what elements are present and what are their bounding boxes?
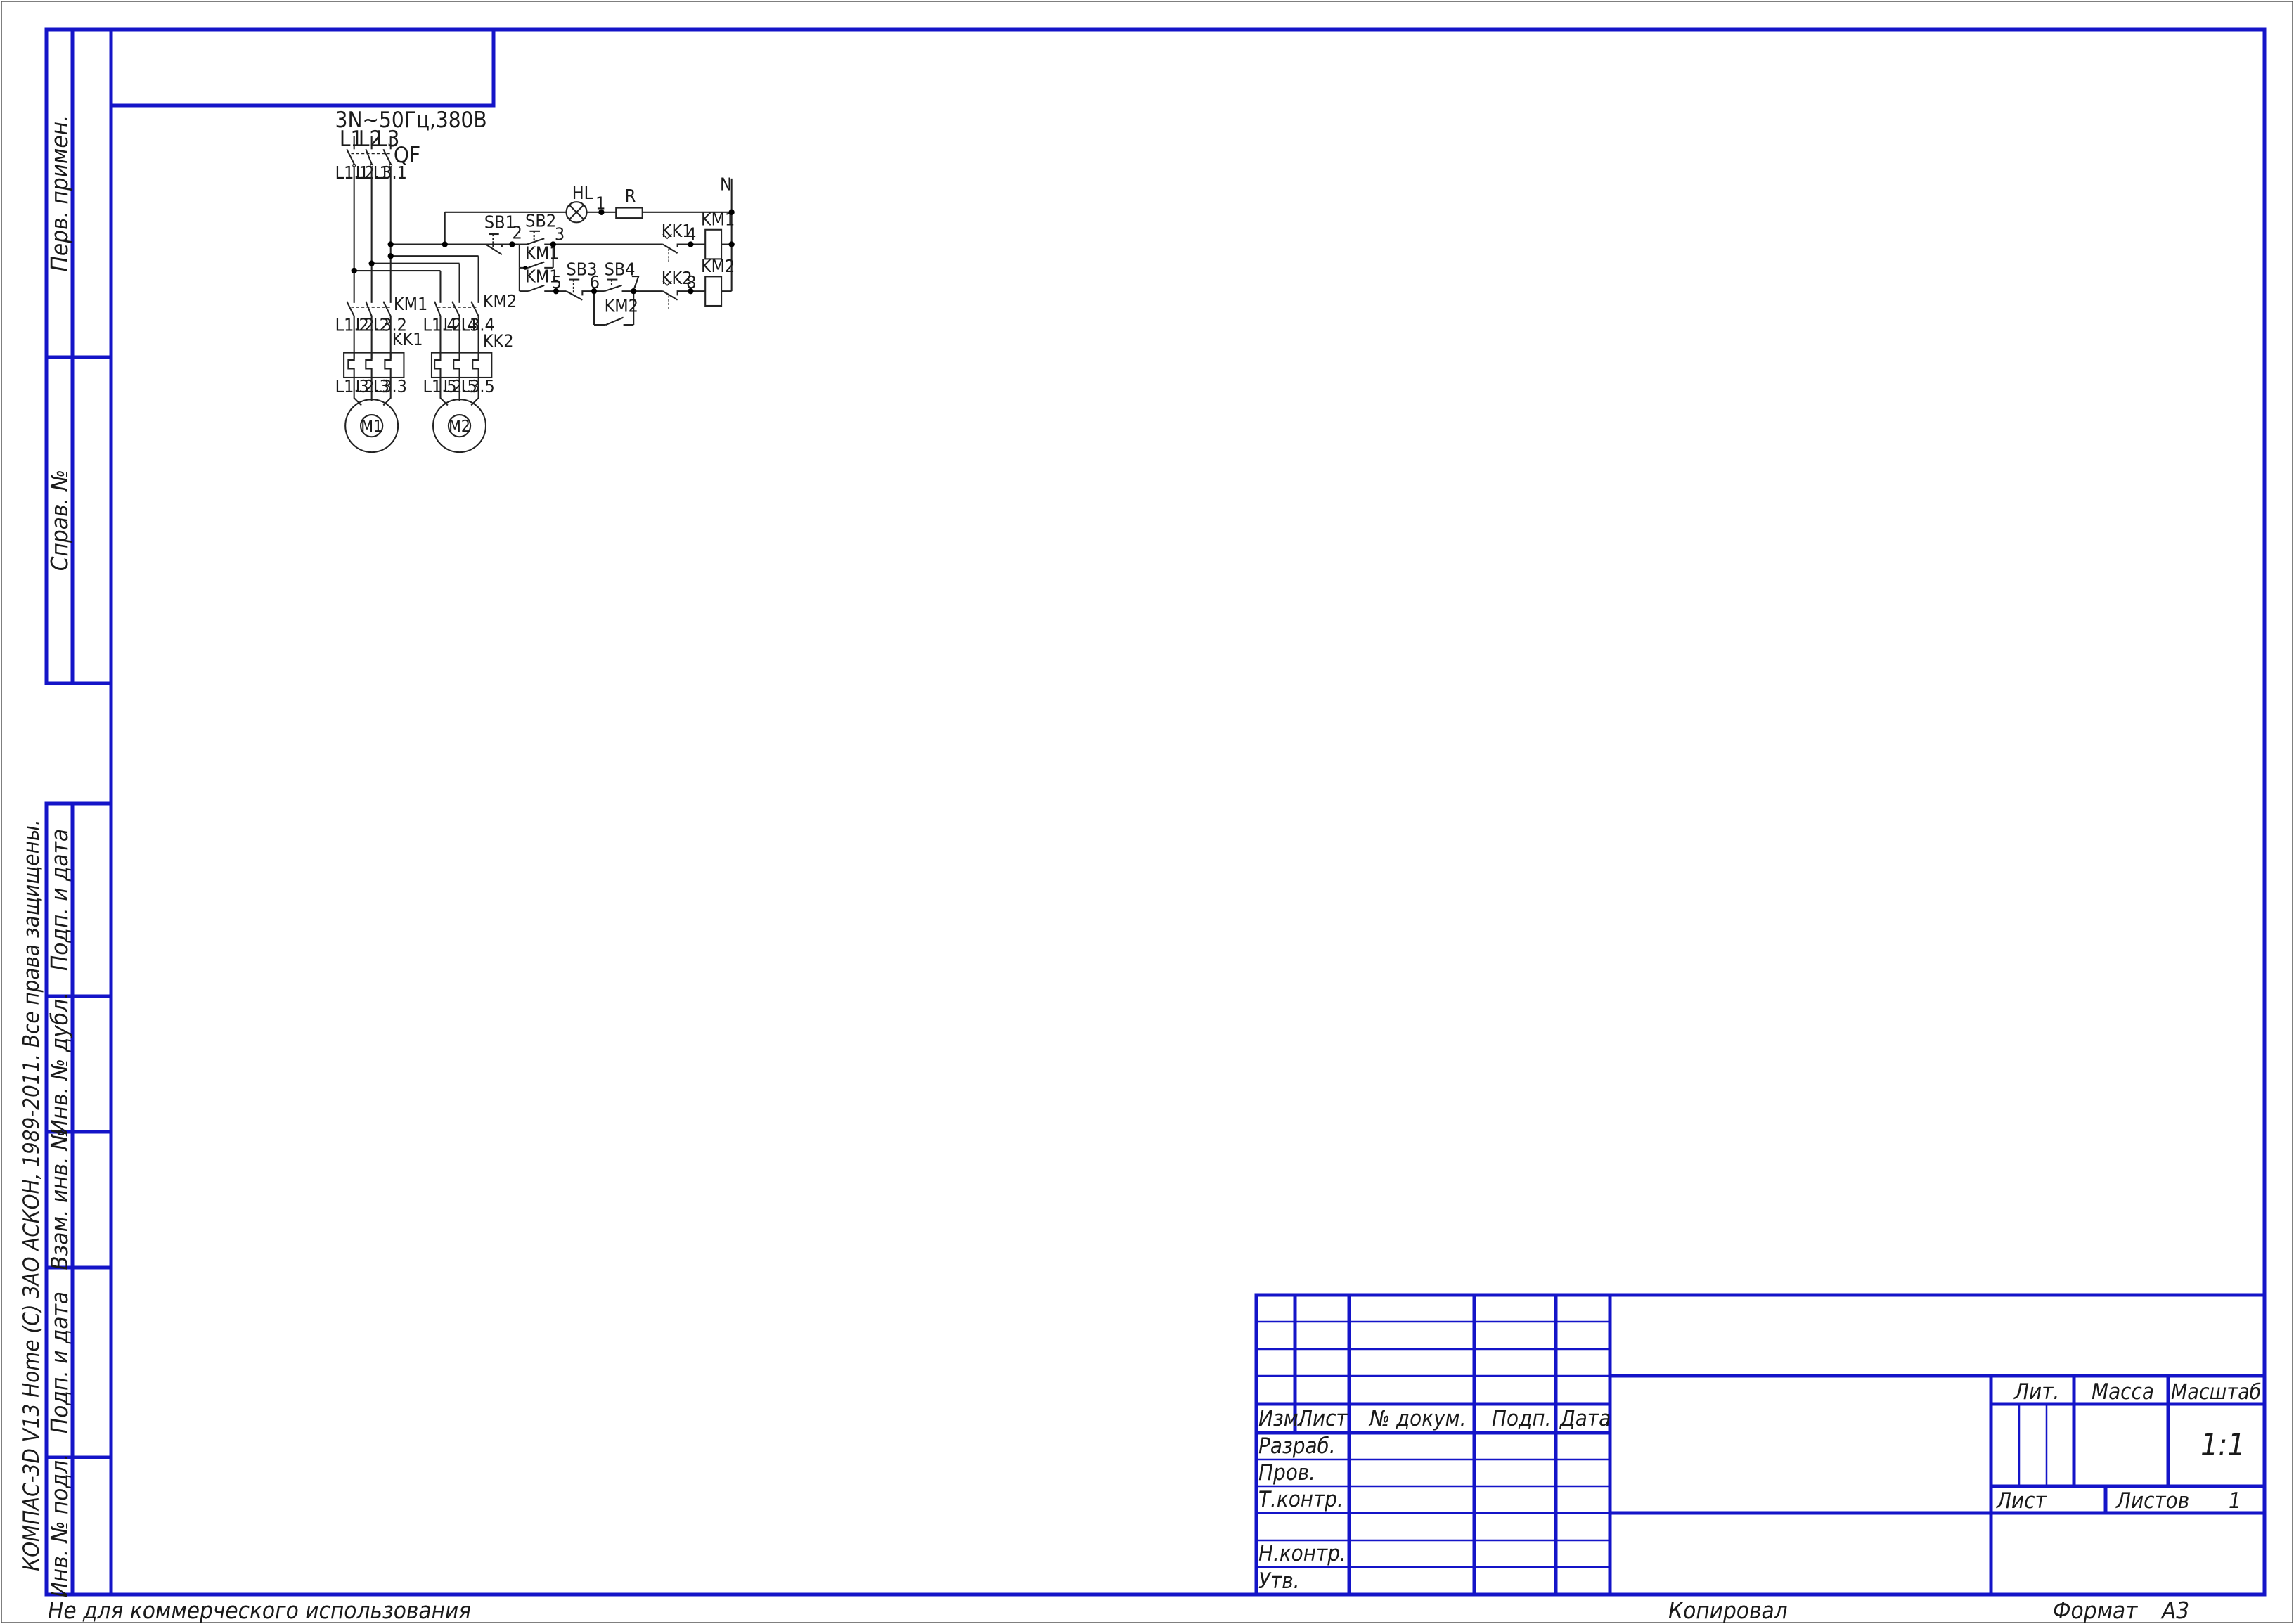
m2-label: M2: [449, 418, 470, 436]
thermal-relay-kk2: KK2 L1.5 L2.5 L3.5: [423, 330, 513, 397]
km2-coil-label: KM2: [701, 256, 735, 276]
relay-feed-wires: [353, 316, 479, 359]
sb1-label: SB1: [484, 212, 515, 233]
copyright-notice: КОМПАС-3D V13 Home (С) ЗАО АСКОН, 1989-2…: [19, 819, 44, 1571]
hl-label: HL: [572, 183, 593, 203]
sb3-label: SB3: [566, 259, 597, 279]
side-label-inv-podl: Инв. № подл.: [46, 1454, 73, 1598]
tb-header-podp: Подп.: [1492, 1406, 1551, 1431]
tb-role-razrab: Разраб.: [1258, 1433, 1336, 1459]
sb4-label: SB4: [605, 259, 636, 279]
coil-km1: KM1: [701, 210, 735, 260]
kk2-label: KK2: [483, 330, 514, 351]
resistor-r: R: [615, 186, 643, 219]
node-8-label: 8: [686, 272, 696, 292]
copied-label: Копировал: [1668, 1597, 1788, 1624]
l1-2-label: L1.2: [335, 314, 369, 335]
tb-role-prov: Пров.: [1258, 1460, 1315, 1486]
motor-m1: M1: [344, 399, 399, 453]
phase-l2-label: L2: [359, 127, 382, 152]
coil-km2: KM2: [701, 256, 735, 307]
schematic: 3N~50Гц,380В L1 L2 L3 QF L1.1 L2.1 L3.1: [335, 108, 735, 453]
thermal-relay-kk1: KK1 L1.3 L2.3 L3.3: [335, 329, 423, 397]
side-label-inv-dubl: Инв. № дубл.: [46, 992, 73, 1135]
tb-header-data: Дата: [1559, 1406, 1611, 1431]
sb2-label: SB2: [525, 211, 556, 231]
motor-m2: M2: [432, 399, 487, 453]
tb-scale-value: 1:1: [2200, 1427, 2245, 1463]
contactor-km2-main: KM2 L1.4 L2.4 L3.4: [423, 291, 517, 335]
drawing-frame: [44, 27, 2267, 1597]
tb-header-izm: Изм.: [1258, 1406, 1305, 1431]
phase-l3-label: L3: [376, 127, 400, 152]
node-7-label: 7: [631, 272, 640, 292]
km1-main-label: KM1: [394, 294, 427, 314]
kk1-label: KK1: [392, 329, 423, 349]
side-label-vzam-inv: Взам. инв. №: [46, 1128, 73, 1270]
tb-sheets-value: 1: [2229, 1488, 2241, 1514]
node-3-label: 3: [555, 224, 565, 244]
control-wiring: [444, 178, 733, 326]
qf-label: QF: [394, 143, 420, 168]
format-label: Формат: [2053, 1597, 2139, 1624]
l2-2-label: L2.2: [356, 314, 389, 335]
l2-5-label: L2.5: [444, 376, 477, 397]
node-6-label: 6: [590, 272, 600, 292]
lamp-hl: HL: [565, 183, 593, 224]
tb-lit: Лит.: [2013, 1379, 2059, 1405]
node-1-label: 1: [595, 193, 605, 214]
tb-header-list: Лист: [1297, 1406, 1348, 1431]
neutral-label: N: [720, 174, 732, 195]
power-junctions: [351, 241, 394, 274]
phase-l1-label: L1: [340, 127, 363, 152]
l2-4-label: L2.4: [444, 314, 477, 335]
top-left-stamp: [109, 27, 496, 108]
kk1-contact-label: KK1: [662, 221, 692, 241]
tb-sheet-label: Лист: [1996, 1488, 2047, 1514]
side-label-podp-data-1: Подп. и дата: [46, 829, 73, 971]
title-block: [1254, 1293, 2267, 1597]
side-label-podp-data-2: Подп. и дата: [46, 1291, 73, 1433]
kk2-contact-label: KK2: [662, 268, 692, 288]
node-5-label: 5: [552, 272, 562, 292]
m1-label: M1: [361, 418, 382, 436]
tb-sheets-label: Листов: [2115, 1488, 2189, 1514]
side-column-labels: Перв. примен. Справ. № Подп. и дата Инв.…: [19, 115, 73, 1598]
km2-main-label: KM2: [483, 291, 517, 311]
km2-hold-label: KM2: [605, 295, 638, 316]
tb-role-nkontr: Н.контр.: [1258, 1541, 1346, 1566]
side-label-perv-primen: Перв. примен.: [46, 115, 73, 272]
title-block-text: Изм. Лист № докум. Подп. Дата Разраб. Пр…: [1258, 1379, 2261, 1594]
l1-3-label: L1.3: [335, 376, 369, 397]
tb-role-tkontr: Т.контр.: [1258, 1487, 1343, 1512]
format-value: A3: [2160, 1597, 2189, 1624]
l2-1-label: L2.1: [356, 162, 389, 183]
breaker-qf: L1 L2 L3 QF L1.1 L2.1 L3.1: [335, 127, 421, 183]
l2-3-label: L2.3: [356, 376, 389, 397]
control-junctions: [442, 209, 735, 295]
supply-label: 3N~50Гц,380В: [335, 108, 487, 133]
tb-header-docnum: № докум.: [1368, 1406, 1466, 1431]
tb-role-utv: Утв.: [1258, 1568, 1300, 1594]
side-label-sprav: Справ. №: [46, 470, 73, 571]
r-label: R: [625, 186, 636, 206]
non-commercial-note: Не для коммерческого использования: [48, 1597, 471, 1624]
tb-scale-label: Масштаб: [2171, 1380, 2261, 1405]
control-labels: N SB1 SB2 KM1 KM1 SB3 SB4 KM2 KK1 KK2 1 …: [484, 174, 732, 316]
node-2-label: 2: [512, 222, 522, 243]
l1-1-label: L1.1: [335, 162, 369, 183]
node-4-label: 4: [686, 224, 696, 244]
power-bus: [353, 167, 513, 303]
km1-interlock-label: KM1: [525, 266, 559, 287]
tb-mass: Масса: [2092, 1379, 2154, 1405]
